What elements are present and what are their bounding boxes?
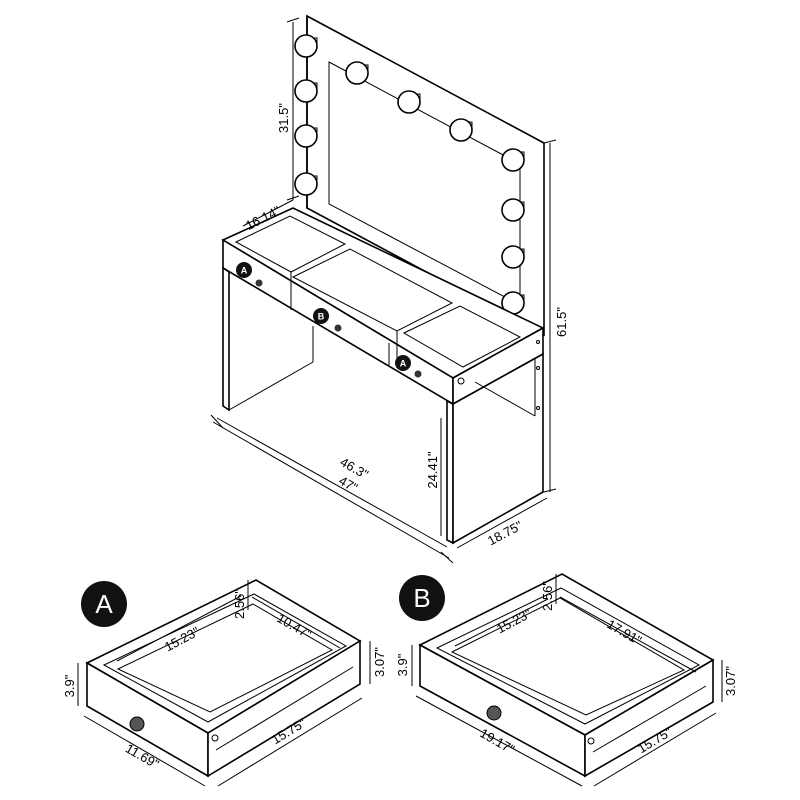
bulb <box>501 198 525 222</box>
drawer-a-side-height: 2.56" <box>232 589 247 619</box>
drawer-label-left: A <box>236 262 252 278</box>
drawer-label-right-text: A <box>400 359 407 369</box>
bulb <box>397 90 421 114</box>
label-mirror-height: 31.5" <box>276 103 291 133</box>
drawer-b <box>418 573 715 778</box>
bulb <box>345 61 369 85</box>
drawer-a <box>85 579 362 778</box>
drawer-b-back-height: 3.07" <box>723 666 738 696</box>
drawer-label-middle: B <box>313 308 329 324</box>
drawer-b-knob <box>486 705 502 721</box>
knob-right <box>414 370 422 378</box>
knob-middle <box>334 324 342 332</box>
bulb <box>449 118 473 142</box>
mirror-bulbs <box>294 34 525 315</box>
drawer-a-badge: A <box>81 581 127 627</box>
dimension-lines-overall <box>210 17 557 564</box>
bulb <box>501 245 525 269</box>
drawer-label-left-text: A <box>241 266 248 276</box>
bulb <box>501 148 525 172</box>
label-total-height: 61.5" <box>554 307 569 337</box>
bulb <box>294 34 318 58</box>
drawer-b-front-height: 3.9" <box>395 653 410 676</box>
drawer-a-badge-text: A <box>95 589 113 619</box>
drawer-b-dimension-lines <box>411 574 723 787</box>
drawer-b-badge-text: B <box>413 583 430 613</box>
drawer-a-front-height: 3.9" <box>62 674 77 697</box>
knob-left <box>255 279 263 287</box>
drawer-b-side-height: 2.56" <box>540 581 555 611</box>
bulb <box>294 172 318 196</box>
label-desk-height: 24.41" <box>425 451 440 489</box>
drawer-label-middle-text: B <box>318 312 325 322</box>
drawer-label-right: A <box>395 355 411 371</box>
drawer-a-dimension-lines <box>77 580 371 787</box>
bulb <box>294 79 318 103</box>
bulb <box>501 291 525 315</box>
bulb <box>294 124 318 148</box>
drawer-a-back-height: 3.07" <box>372 647 387 677</box>
drawer-a-knob <box>129 716 145 732</box>
drawer-b-badge: B <box>399 575 445 621</box>
